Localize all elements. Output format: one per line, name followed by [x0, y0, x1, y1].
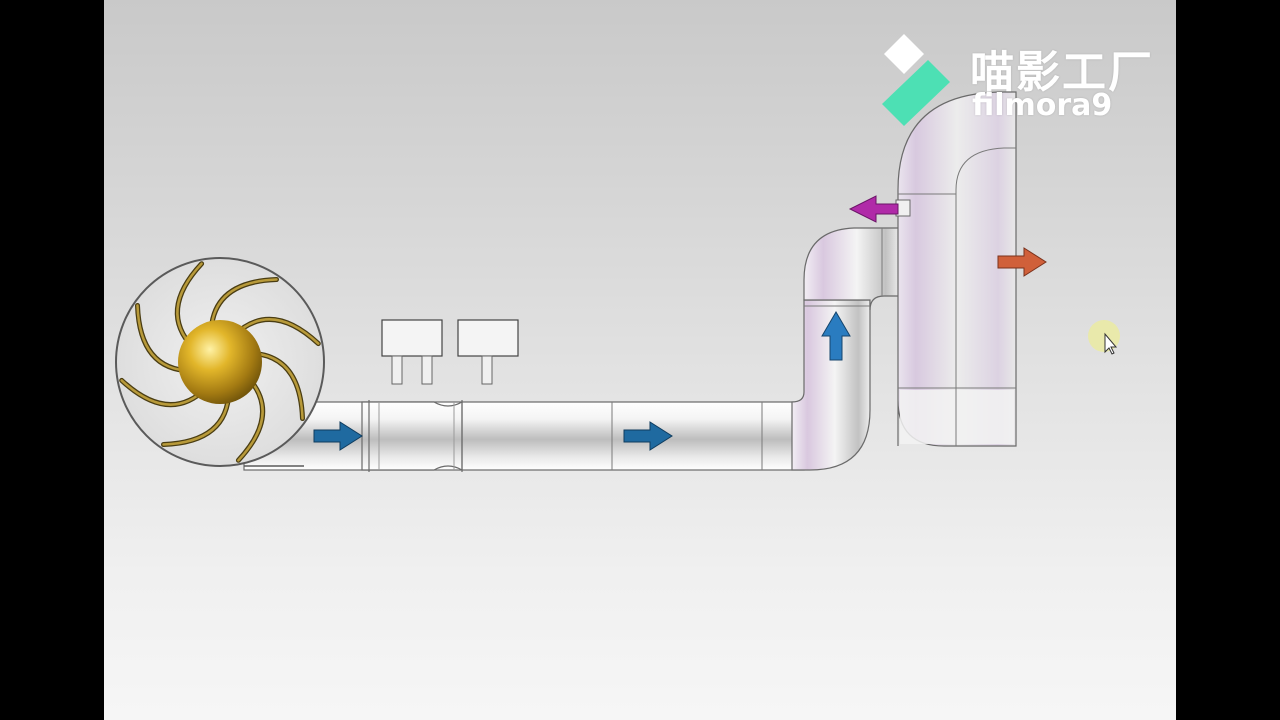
flow-arrow-duct	[623, 421, 673, 451]
diagram-viewport	[104, 0, 1176, 720]
filmora-watermark: 喵影工厂 filmora9	[878, 30, 1178, 130]
valve-actuator-right	[457, 319, 519, 385]
watermark-brand-en: filmora9	[972, 88, 1113, 123]
watermark-brand-cn: 喵影工厂	[970, 47, 1154, 98]
mouse-cursor	[1088, 320, 1120, 355]
riser-duct	[791, 227, 901, 471]
main-duct	[243, 400, 805, 472]
flow-arrow-branch	[848, 195, 899, 223]
valve-actuator-left	[381, 319, 443, 385]
impeller-hub	[178, 320, 262, 404]
duct-flow-diagram	[115, 91, 1120, 472]
flow-arrow-outlet	[313, 421, 363, 451]
vertical-housing	[895, 91, 1017, 447]
filmora-logo-icon	[882, 34, 950, 126]
flow-arrow-exhaust	[997, 247, 1047, 277]
blower-impeller	[115, 257, 325, 467]
flow-arrow-riser	[821, 311, 851, 361]
